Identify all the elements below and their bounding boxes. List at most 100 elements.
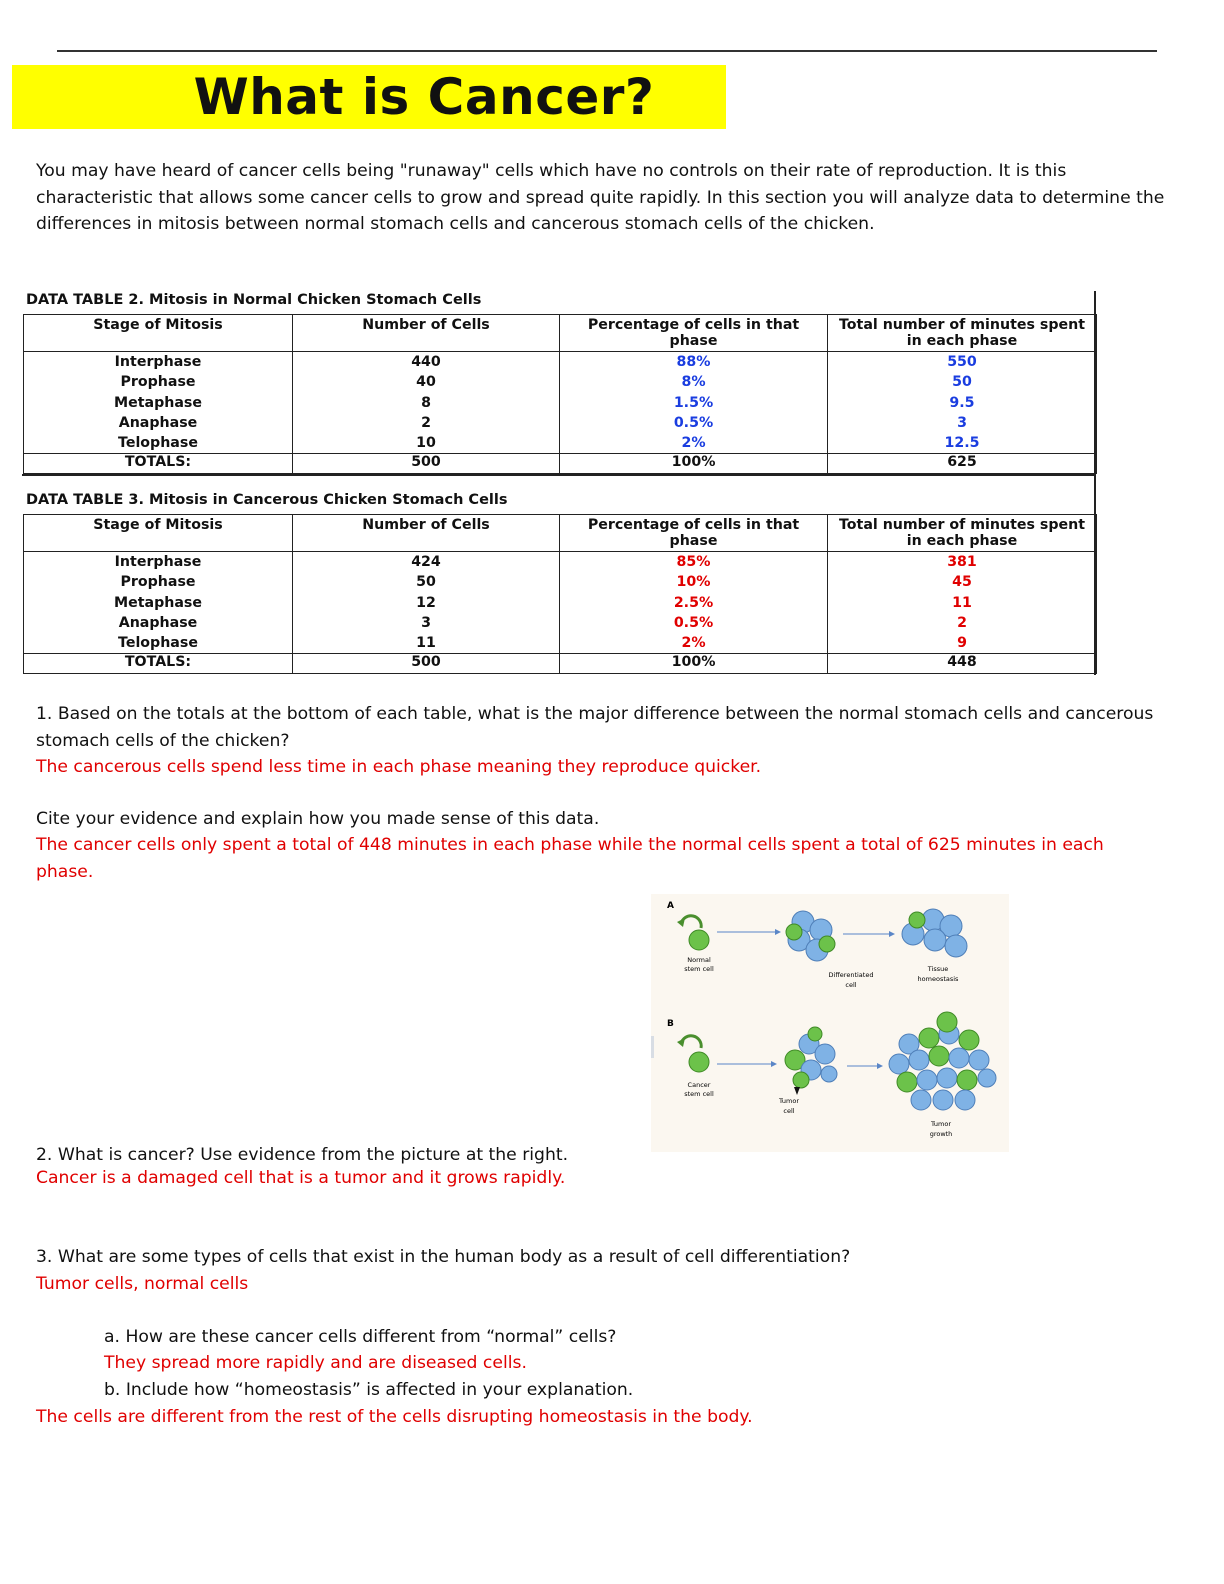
table-row: Interphase Prophase Metaphase Anaphase T… (23, 350, 1097, 455)
arrow-icon (877, 1063, 883, 1069)
arrow-icon (775, 929, 781, 935)
percent-cell: 2% (681, 435, 706, 452)
header-percent: Percentage of cells in that phase (559, 514, 828, 552)
totals-label: TOTALS: (23, 653, 293, 675)
minutes-cell: 2 (957, 614, 967, 631)
header-percent: Percentage of cells in that phase (559, 314, 828, 352)
normal-cells-table: Stage of Mitosis Number of Cells Percent… (23, 314, 1097, 475)
minutes-cell: 11 (952, 594, 972, 611)
tumor-cells-icon (784, 1026, 838, 1089)
tumor-growth-icon (888, 1011, 997, 1111)
arrow-icon (889, 931, 895, 937)
table-frame-right (1094, 291, 1096, 675)
stage-column: Interphase Prophase Metaphase Anaphase T… (23, 550, 293, 655)
minutes-column: 381 45 11 2 9 (827, 550, 1097, 655)
minutes-cell: 12.5 (944, 435, 980, 452)
evidence-prompt: Cite your evidence and explain how you m… (36, 809, 600, 829)
stage-cell: Prophase (120, 574, 196, 591)
minutes-column: 550 50 9.5 3 12.5 (827, 350, 1097, 455)
count-cell: 40 (416, 374, 436, 391)
answer-3a: They spread more rapidly and are disease… (104, 1353, 527, 1373)
question-3a: a. How are these cancer cells different … (104, 1327, 617, 1347)
top-rule (57, 50, 1157, 52)
stage-cell: Anaphase (118, 614, 198, 631)
stage-cell: Prophase (120, 374, 196, 391)
totals-percent: 100% (559, 453, 828, 475)
tumor-growth-label-2: growth (930, 1130, 953, 1138)
arrowhead-icon (677, 1038, 685, 1047)
page-title: What is Cancer? (193, 68, 655, 126)
count-cell: 11 (416, 635, 436, 652)
table-header-row: Stage of Mitosis Number of Cells Percent… (23, 314, 1097, 352)
minutes-cell: 9 (957, 635, 967, 652)
percent-cell: 1.5% (673, 394, 714, 411)
minutes-cell: 50 (952, 374, 972, 391)
stem-cell-diagram: A B Normal stem cell Differentiated (651, 894, 1009, 1152)
answer-3: Tumor cells, normal cells (36, 1274, 249, 1294)
table3-caption: DATA TABLE 3. Mitosis in Cancerous Chick… (26, 492, 508, 508)
percent-cell: 0.5% (673, 414, 714, 431)
answer-1: The cancerous cells spend less time in e… (36, 757, 762, 777)
normal-stem-cell-icon (688, 929, 710, 951)
count-cell: 12 (416, 594, 436, 611)
percent-cell: 88% (676, 354, 711, 370)
percent-cell: 10% (676, 574, 711, 591)
stage-column: Interphase Prophase Metaphase Anaphase T… (23, 350, 293, 455)
table-header-row: Stage of Mitosis Number of Cells Percent… (23, 514, 1097, 552)
percent-column: 88% 8% 1.5% 0.5% 2% (559, 350, 828, 455)
label-a: A (667, 901, 674, 911)
totals-label: TOTALS: (23, 453, 293, 475)
table2-caption: DATA TABLE 2. Mitosis in Normal Chicken … (26, 292, 482, 308)
differentiated-label-1: Differentiated (829, 971, 874, 979)
cancer-stem-label-2: stem cell (684, 1090, 714, 1098)
evidence-answer: The cancer cells only spent a total of 4… (36, 835, 1104, 882)
header-minutes: Total number of minutes spent in each ph… (827, 514, 1097, 552)
count-column: 440 40 8 2 10 (292, 350, 560, 455)
table-frame-divider (22, 474, 1096, 476)
tissue-label-2: homeostasis (918, 975, 960, 983)
header-count: Number of Cells (292, 314, 560, 352)
normal-stem-label-2: stem cell (684, 965, 714, 973)
header-count: Number of Cells (292, 514, 560, 552)
percent-cell: 0.5% (673, 614, 714, 631)
count-cell: 50 (416, 574, 436, 591)
totals-row: TOTALS: 500 100% 448 (23, 653, 1097, 675)
tumor-cell-label-1: Tumor (778, 1097, 799, 1105)
tumor-growth-label-1: Tumor (930, 1120, 951, 1128)
question-3b: b. Include how “homeostasis” is affected… (104, 1380, 634, 1400)
answer-2: Cancer is a damaged cell that is a tumor… (36, 1168, 566, 1188)
minutes-cell: 3 (957, 414, 967, 431)
stage-cell: Metaphase (114, 594, 202, 611)
percent-cell: 8% (681, 374, 706, 391)
count-cell: 440 (411, 354, 441, 370)
header-minutes: Total number of minutes spent in each ph… (827, 314, 1097, 352)
title-highlight: What is Cancer? (12, 65, 726, 129)
tissue-cells-icon (901, 908, 968, 958)
stage-cell: Anaphase (118, 414, 198, 431)
percent-cell: 2.5% (673, 594, 714, 611)
stage-cell: Interphase (114, 354, 202, 370)
percent-cell: 85% (676, 554, 711, 570)
count-cell: 8 (421, 394, 431, 411)
diagram-svg: A B Normal stem cell Differentiated (651, 894, 1009, 1152)
minutes-cell: 9.5 (949, 394, 975, 411)
arrowhead-icon (677, 918, 685, 927)
cancer-stem-label-1: Cancer (688, 1081, 711, 1089)
totals-count: 500 (292, 653, 560, 675)
header-stage: Stage of Mitosis (23, 514, 293, 552)
intro-paragraph: You may have heard of cancer cells being… (36, 161, 1165, 234)
differentiated-cells-icon (785, 910, 836, 962)
count-cell: 2 (421, 414, 431, 431)
stage-cell: Interphase (114, 554, 202, 570)
stage-cell: Telophase (118, 435, 198, 452)
count-cell: 10 (416, 435, 436, 452)
totals-row: TOTALS: 500 100% 625 (23, 453, 1097, 475)
stage-cell: Metaphase (114, 394, 202, 411)
minutes-cell: 550 (947, 354, 977, 370)
count-cell: 424 (411, 554, 441, 570)
count-column: 424 50 12 3 11 (292, 550, 560, 655)
stage-cell: Telophase (118, 635, 198, 652)
minutes-cell: 45 (952, 574, 972, 591)
totals-minutes: 625 (827, 453, 1097, 475)
header-stage: Stage of Mitosis (23, 314, 293, 352)
